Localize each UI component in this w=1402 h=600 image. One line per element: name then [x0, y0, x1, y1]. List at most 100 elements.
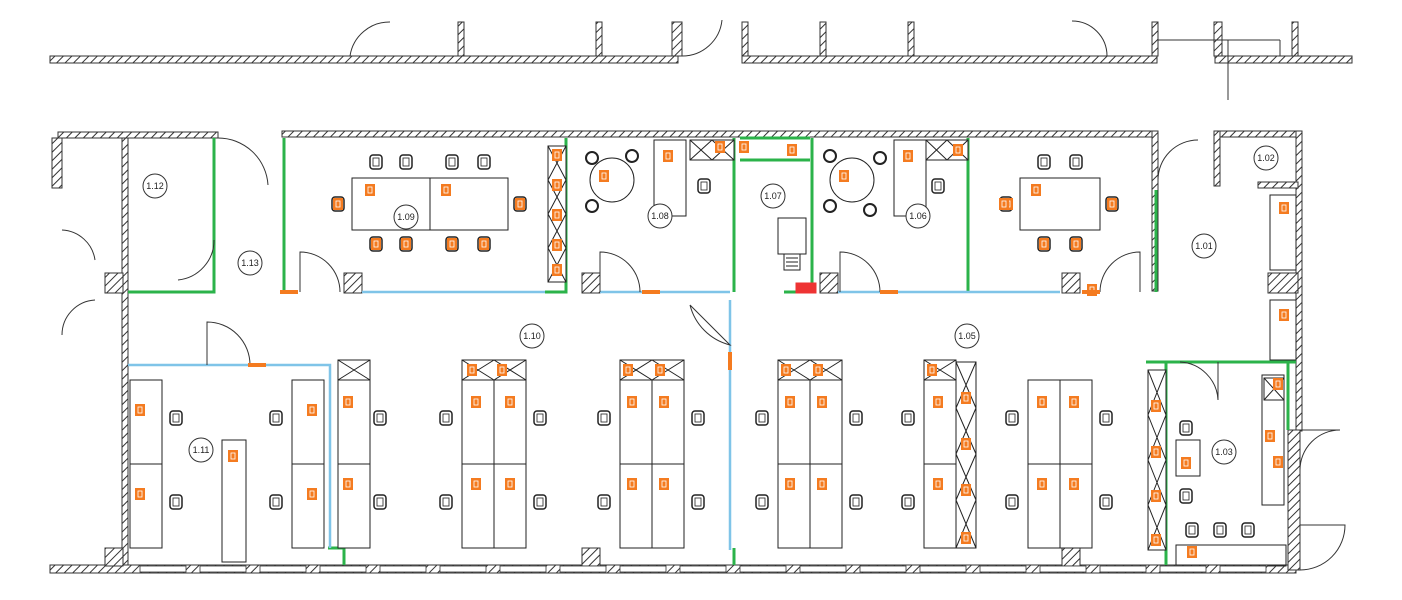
chair-icon: [691, 494, 705, 510]
equipment-tag-icon: [927, 364, 937, 376]
equipment-tag-icon: [961, 484, 971, 496]
door-swing-icon: [1157, 139, 1199, 181]
doors: [61, 137, 1346, 571]
room-circle: [954, 323, 980, 349]
equipment-tag-icon: [552, 179, 562, 191]
room-circle: [1253, 145, 1279, 171]
window-segment: [1039, 565, 1087, 573]
door-swing-icon: [177, 239, 215, 281]
room-circle: [188, 437, 214, 463]
armchair-icon: [585, 151, 599, 165]
room-number: 1.06: [909, 211, 927, 221]
column-icon: [104, 547, 124, 567]
equipment-tag-icon: [787, 144, 797, 156]
room-number: 1.12: [146, 181, 164, 191]
equipment-tag-icon: [1037, 478, 1047, 490]
equipment-tag-icon: [505, 478, 515, 490]
armchair-icon: [823, 149, 837, 163]
room-tag-r109: 1.09: [393, 204, 419, 230]
window-segment: [199, 565, 247, 573]
equipment-tag-icon: [1187, 546, 1197, 558]
equipment-tag-icon: [1273, 378, 1283, 390]
equipment-tag-icon: [479, 238, 489, 250]
door-markers: [248, 290, 1100, 370]
chair-icon: [901, 494, 915, 510]
equipment-tag-icon: [1107, 198, 1117, 210]
equipment-tag-icon: [447, 238, 457, 250]
chair-icon: [1213, 522, 1227, 538]
chair-icon: [373, 410, 387, 426]
equipment-tag-icon: [739, 141, 749, 153]
room-circle: [1191, 233, 1217, 259]
conference-table: [351, 177, 509, 231]
equipment-tag-icon: [1069, 396, 1079, 408]
chair-icon: [1185, 522, 1199, 538]
desk-icon: [1175, 544, 1287, 566]
equipment-tag-icon: [1279, 202, 1289, 214]
chair-icon: [1099, 494, 1113, 510]
chair-icon: [477, 154, 491, 170]
door-swing-icon: [1099, 251, 1141, 293]
door-swing-icon: [1299, 524, 1346, 571]
chair-icon: [373, 494, 387, 510]
top-wall: [49, 19, 1353, 100]
room-number: 1.01: [1195, 241, 1213, 251]
window-segment: [139, 565, 187, 573]
chair-icon: [755, 494, 769, 510]
room-tag-r111: 1.11: [188, 437, 214, 463]
armchair-icon: [823, 199, 837, 213]
door-swing-icon: [1071, 20, 1108, 57]
room-circle: [760, 183, 786, 209]
round-tables: [589, 157, 875, 203]
equipment-tag-icon: [343, 478, 353, 490]
column-icon: [581, 272, 601, 294]
chair-icon: [169, 494, 183, 510]
equipment-tag-icon: [515, 198, 525, 210]
equipment-tag-icon: [552, 149, 562, 161]
window-segment: [979, 565, 1027, 573]
equipment-tag-icon: [715, 141, 725, 153]
window-segment: [499, 565, 547, 573]
column-icon: [581, 547, 601, 567]
equipment-tag-icon: [552, 209, 562, 221]
window-segment: [319, 565, 367, 573]
chair-icon: [697, 178, 711, 194]
chair-icon: [1099, 410, 1113, 426]
room-circle: [519, 323, 545, 349]
equipment-tag-icon: [817, 396, 827, 408]
room-number: 1.02: [1257, 153, 1275, 163]
door-swing-icon: [839, 251, 881, 293]
chair-icon: [1069, 154, 1083, 170]
equipment-tag-icon: [505, 396, 515, 408]
chair-icon: [445, 154, 459, 170]
equipment-tag-icon: [467, 364, 477, 376]
door-swing-icon: [349, 21, 391, 57]
equipment-tag-icon: [228, 450, 238, 462]
chair-icon: [1179, 488, 1193, 504]
equipment-tag-icon: [1265, 430, 1275, 442]
column-icon: [104, 272, 124, 294]
desk-dividers: [130, 380, 1092, 548]
door-swing-icon: [206, 321, 251, 366]
armchair-icon: [625, 149, 639, 163]
column-icon: [819, 272, 839, 294]
door-swing-icon: [599, 251, 641, 293]
window-segment: [259, 565, 307, 573]
window-segment: [619, 565, 667, 573]
printer-icon: [777, 217, 817, 294]
equipment-tag-icon: [1151, 446, 1161, 458]
chair-icon: [849, 494, 863, 510]
equipment-tag-icon: [599, 170, 609, 182]
equipment-tag-icon: [627, 478, 637, 490]
window-segment: [799, 565, 847, 573]
equipment-tag-icon: [333, 198, 343, 210]
room-number: 1.10: [523, 331, 541, 341]
room-circle: [237, 250, 263, 276]
equipment-tag-icon: [785, 478, 795, 490]
chair-icon: [597, 410, 611, 426]
room-number: 1.03: [1215, 447, 1233, 457]
room-tag-r108: 1.08: [647, 203, 673, 229]
chair-icon: [533, 494, 547, 510]
